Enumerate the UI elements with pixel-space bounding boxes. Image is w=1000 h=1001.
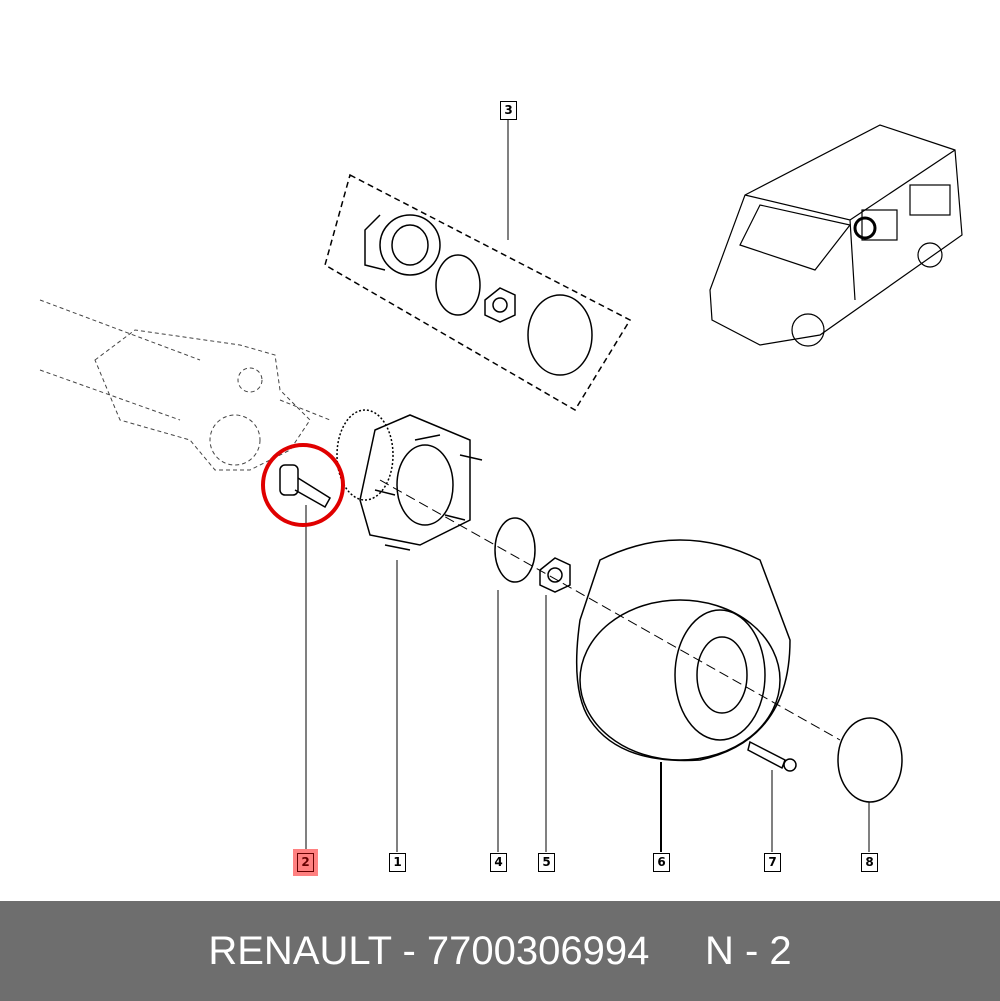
callout-5[interactable]: 5 [538, 853, 555, 872]
part-number-label: RENAULT - 7700306994 [208, 928, 650, 973]
rear-axle-ghost [39, 299, 331, 471]
bearing [364, 214, 441, 276]
hub-nut [539, 557, 571, 593]
callout-2-highlighted[interactable]: 2 [293, 849, 318, 876]
exploded-parts-diagram [39, 118, 963, 852]
assembly-axis-line [379, 479, 841, 741]
callout-7[interactable]: 7 [764, 853, 781, 872]
position-label: N - 2 [704, 928, 792, 973]
brake-drum [575, 539, 791, 762]
callout-4[interactable]: 4 [490, 853, 507, 872]
callout-3[interactable]: 3 [500, 101, 517, 120]
wheel-stud [279, 464, 332, 509]
callout-8[interactable]: 8 [861, 853, 878, 872]
circlip [435, 254, 481, 316]
footer-spacer [649, 929, 705, 974]
dust-cap-kit [527, 294, 593, 376]
dust-cap [837, 717, 903, 803]
callout-6[interactable]: 6 [653, 853, 670, 872]
circlip-4 [494, 517, 536, 583]
bearing-kit-box [324, 173, 632, 412]
hub-nut-kit [484, 287, 516, 323]
drum-screw [747, 740, 797, 772]
footer-bar: RENAULT - 7700306994 N - 2 [0, 901, 1000, 1001]
callout-1[interactable]: 1 [389, 853, 406, 872]
leader-lines [305, 118, 870, 852]
van-illustration [709, 124, 963, 347]
highlight-circle [261, 443, 345, 527]
wheel-hub [336, 409, 483, 551]
